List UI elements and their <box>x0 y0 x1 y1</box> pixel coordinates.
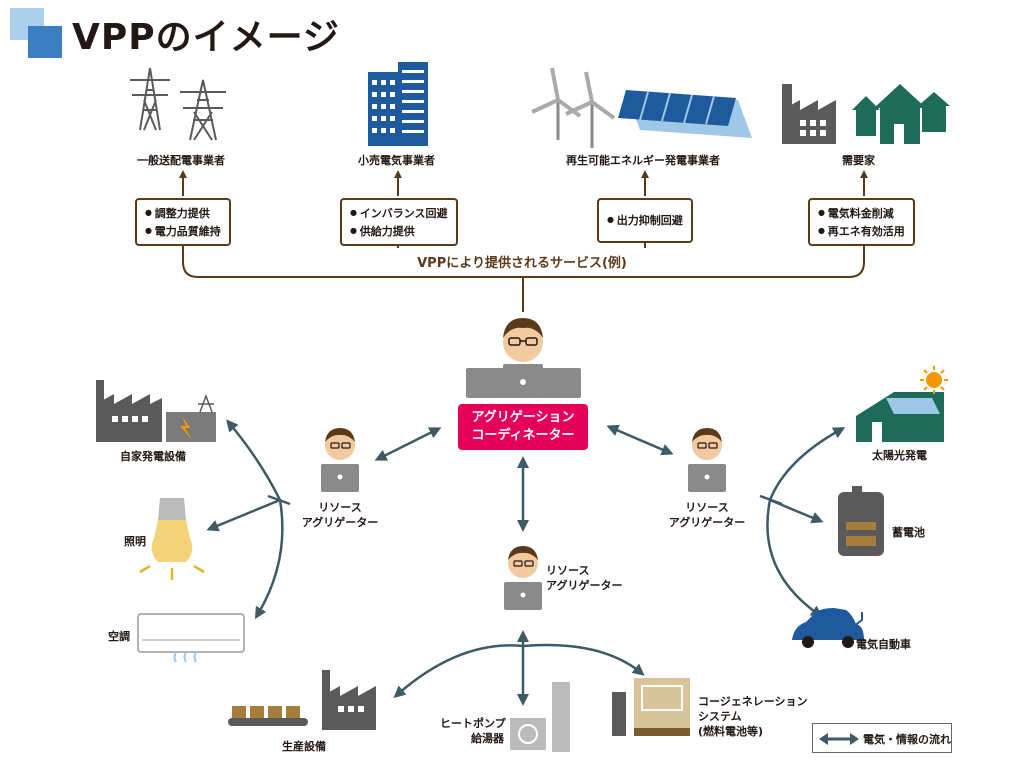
label-consumer: 需要家 <box>842 154 875 167</box>
aggregator-right-person-icon <box>688 428 726 492</box>
service-box-retail: インバランス回避 供給力提供 <box>340 198 458 246</box>
aggregator-line2: アグリゲーター <box>301 516 379 529</box>
heat-pump-line1: ヒートポンプ <box>440 717 506 730</box>
label-solar-power: 太陽光発電 <box>872 449 927 462</box>
service-item: 調整力提供 <box>145 204 221 222</box>
page-title: VPPのイメージ <box>72 17 340 58</box>
label-electric-vehicle: 電気自動車 <box>856 638 911 651</box>
heat-pump-line2: 給湯器 <box>471 732 504 745</box>
service-box-grid: 調整力提供 電力品質維持 <box>135 198 231 246</box>
aggregator-bottom-label: リソース アグリゲーター <box>546 563 622 593</box>
factory-icon <box>782 84 836 144</box>
electric-car-icon <box>792 608 864 648</box>
label-lighting: 照明 <box>124 535 146 548</box>
aggregator-line1: リソース <box>318 501 362 514</box>
coordinator-person-icon <box>466 318 581 398</box>
label-cogeneration: コージェネレーション システム (燃料電池等) <box>698 694 808 739</box>
label-storage-battery: 蓄電池 <box>892 526 925 539</box>
aggregator-right-label: リソース アグリゲーター <box>667 500 747 530</box>
houses-icon <box>852 84 950 144</box>
cogen-line3: (燃料電池等) <box>698 725 764 738</box>
service-box-renewable: 出力抑制回避 <box>597 198 693 243</box>
label-retail-electricity: 小売電気事業者 <box>358 154 435 167</box>
flow-arrows <box>206 419 846 706</box>
coordinator-line2: コーディネーター <box>471 428 575 443</box>
label-renewable-producer: 再生可能エネルギー発電事業者 <box>566 154 720 167</box>
service-item: 電力品質維持 <box>145 222 221 240</box>
legend-label: 電気・情報の流れ <box>863 733 951 746</box>
aggregator-line1: リソース <box>546 564 590 577</box>
air-conditioner-icon <box>137 613 245 663</box>
solar-panel-icon <box>618 90 752 138</box>
aggregator-bottom-person-icon <box>504 546 542 610</box>
aggregator-line2: アグリゲーター <box>546 579 623 592</box>
label-heat-pump: ヒートポンプ 給湯器 <box>440 716 506 746</box>
service-box-consumer: 電気料金削減 再エネ有効活用 <box>808 198 915 246</box>
battery-icon <box>838 486 884 556</box>
aggregation-coordinator-box: アグリゲーション コーディネーター <box>458 404 588 450</box>
transmission-tower-icon <box>130 67 226 141</box>
solar-house-icon <box>856 366 948 442</box>
wind-turbine-icon <box>531 67 616 148</box>
heat-pump-icon <box>510 682 570 752</box>
production-equipment-icon <box>228 670 376 730</box>
label-private-generator: 自家発電設備 <box>120 450 186 463</box>
aggregator-line1: リソース <box>685 501 729 514</box>
label-production-equipment: 生産設備 <box>282 740 326 753</box>
legend-arrow-icon <box>819 733 859 745</box>
cogen-line2: システム <box>698 710 742 723</box>
legend-box: 電気・情報の流れ <box>812 723 952 753</box>
service-bracket <box>179 170 868 312</box>
office-building-icon <box>368 62 428 146</box>
aggregator-line2: アグリゲーター <box>668 516 746 529</box>
aggregator-left-person-icon <box>321 428 359 492</box>
services-caption: VPPにより提供されるサービス(例) <box>398 252 646 271</box>
service-item: 電気料金削減 <box>818 204 905 222</box>
label-air-conditioner: 空調 <box>108 630 130 643</box>
title-logo-squares <box>10 8 62 58</box>
service-item: インバランス回避 <box>350 204 448 222</box>
label-grid-operator: 一般送配電事業者 <box>137 154 225 167</box>
light-bulb-icon <box>139 498 205 580</box>
aggregator-left-label: リソース アグリゲーター <box>300 500 380 530</box>
cogen-line1: コージェネレーション <box>698 695 808 708</box>
service-item: 再エネ有効活用 <box>818 222 905 240</box>
service-item: 供給力提供 <box>350 222 448 240</box>
coordinator-line1: アグリゲーション <box>471 410 575 425</box>
cogeneration-icon <box>612 678 690 736</box>
service-item: 出力抑制回避 <box>607 211 683 229</box>
private-generator-icon <box>96 380 216 442</box>
